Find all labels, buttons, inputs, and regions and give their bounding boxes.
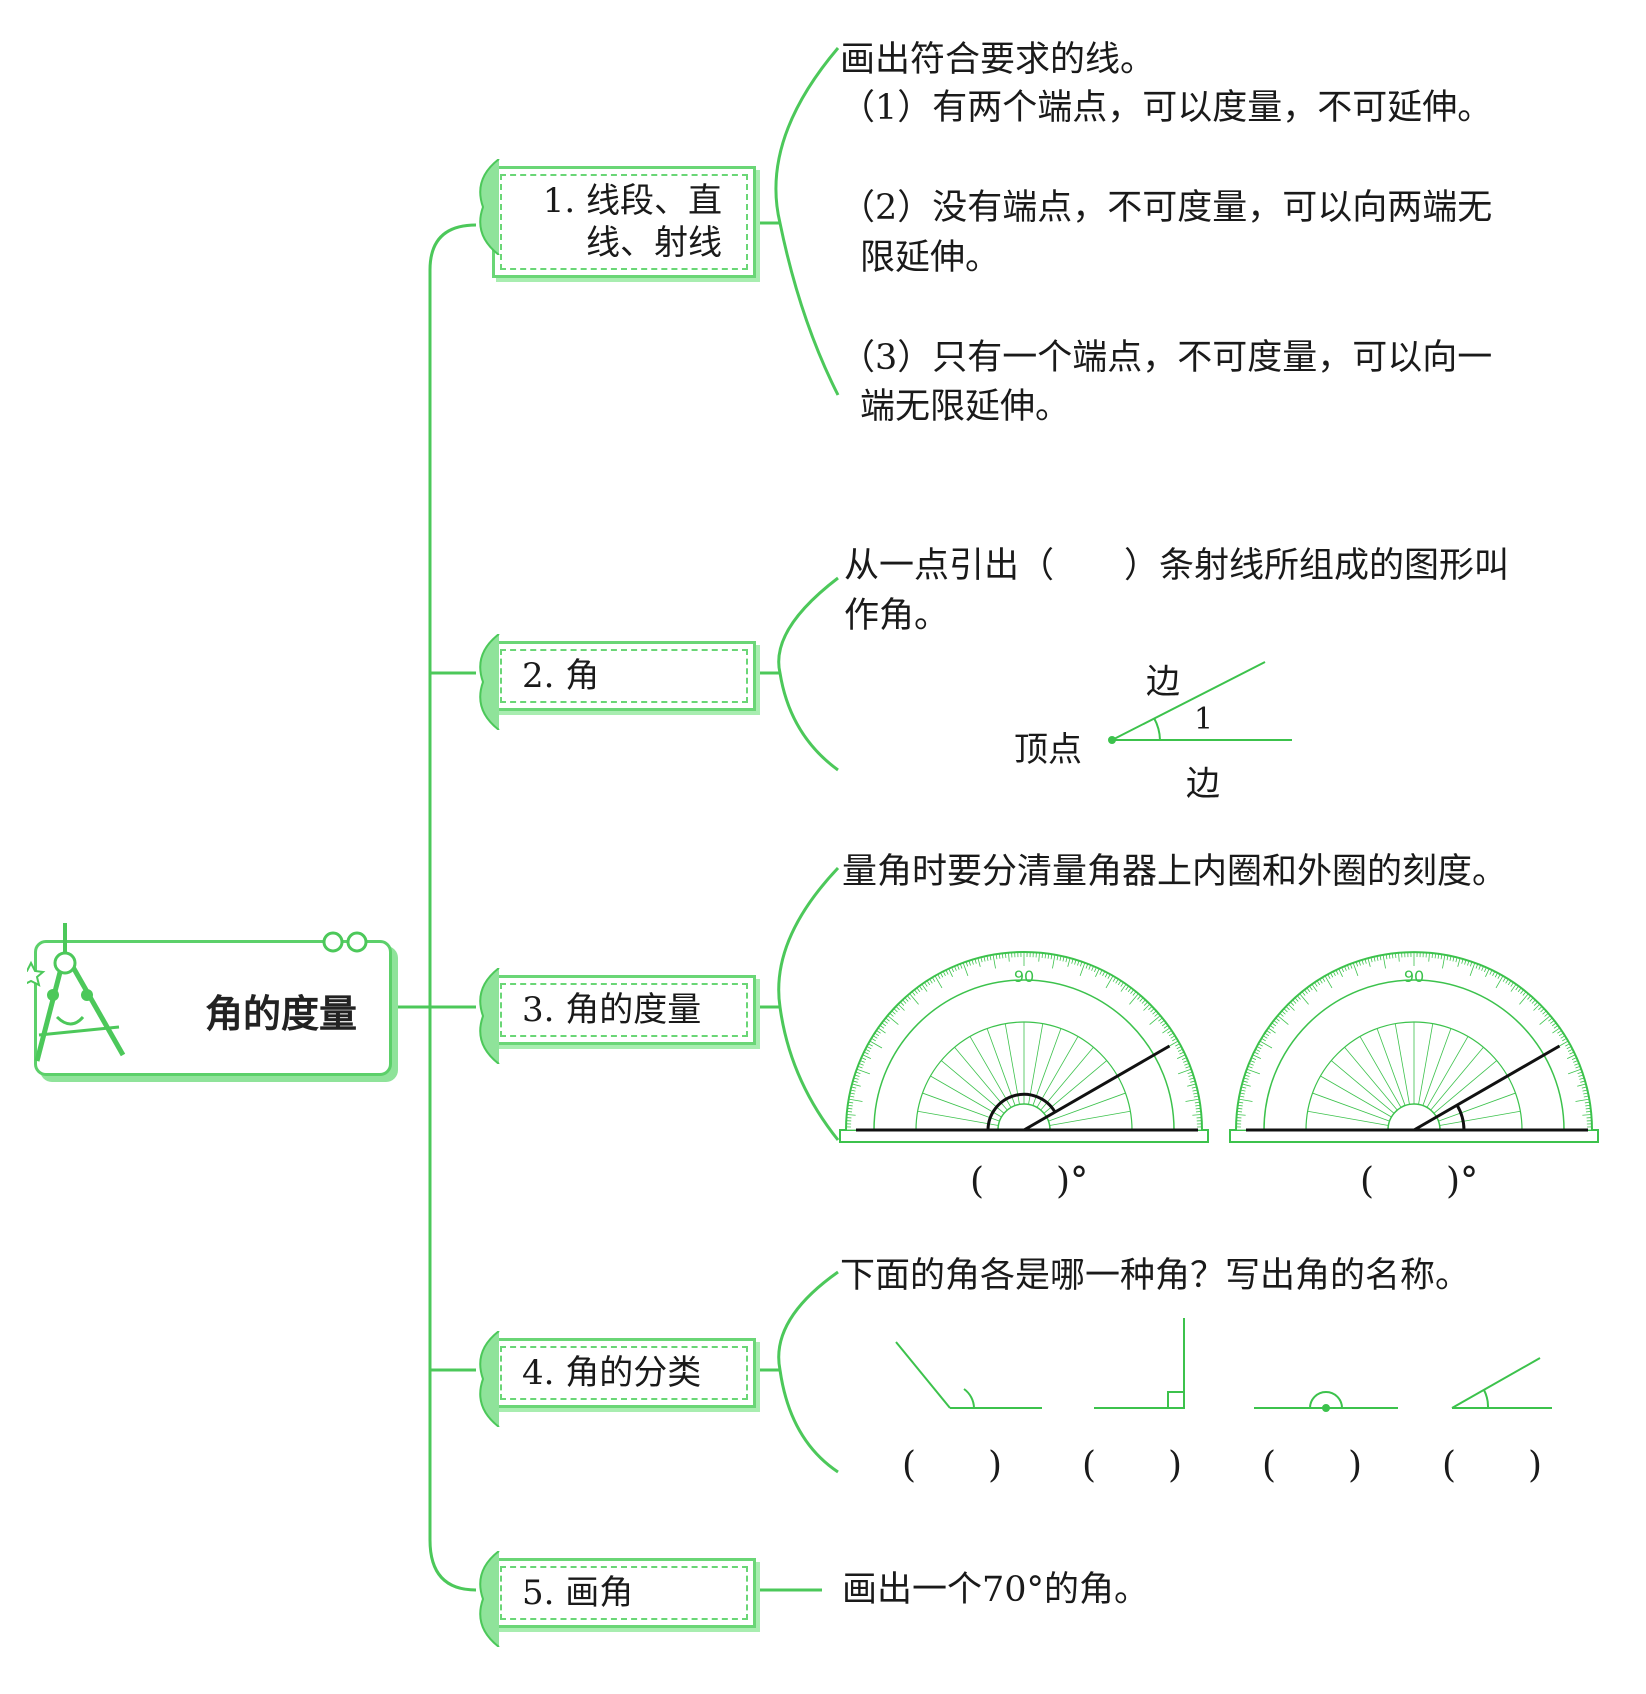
protractors: 90 90 [839,951,1599,1143]
t1-item2b: 限延伸。 [860,238,1001,278]
acute-angle [1451,1357,1552,1409]
protractor-1: 90 [839,951,1209,1143]
t3-text: 量角时要分清量角器上内圈和外圈的刻度。 [842,852,1508,892]
topic4-bracket [777,1270,839,1474]
right-angle [1094,1318,1185,1409]
leaf-icon [479,968,500,1064]
t1-item3a: （3）只有一个端点，不可度量，可以向一 [840,338,1493,378]
side-top-label: 边 [1146,662,1180,702]
topic3-bracket [777,866,840,1141]
trunk-line [428,223,477,1592]
t2-text-a: 从一点引出（ ）条射线所组成的图形叫 [844,546,1510,586]
angle-vertex-dot [1108,736,1116,744]
topic-angle[interactable]: 2. 角 [479,634,756,730]
angle-side-top [1111,661,1266,741]
topic-label: 4. 角的分类 [500,1346,748,1400]
side-bottom-label: 边 [1186,764,1220,804]
topic-lines[interactable]: 1. 线段、直 线、射线 [479,159,756,278]
angle-arc [1153,717,1161,741]
straight-angle [1254,1391,1398,1412]
t4-blank-4[interactable]: ( ) [1442,1445,1543,1486]
t5-text: 画出一个70°的角。 [842,1570,1150,1610]
vertex-label: 顶点 [1014,730,1082,770]
obtuse-angle [895,1341,1042,1409]
angle-mark-arc [1455,1104,1466,1131]
leaf-icon [479,1551,500,1647]
angle-diagram [1108,661,1292,744]
protractor-2: 90 [1229,951,1599,1143]
t4-blank-1[interactable]: ( ) [902,1445,1003,1486]
protractor-90-label: 90 [1404,967,1424,986]
angle-mark-arc [986,1092,1057,1131]
t3-blank-1[interactable]: ( )° [970,1161,1089,1202]
compass-icon [27,923,126,1062]
protractor-90-label: 90 [1014,967,1034,986]
root-title: 角的度量 [205,992,358,1036]
topic2-bracket [777,576,839,772]
topic-label: 1. 线段、直 线、射线 [500,174,748,270]
angle-number: 1 [1194,702,1214,737]
topic1-bracket [774,47,840,396]
t2-text-b: 作角。 [844,596,950,636]
topic-label: 3. 角的度量 [500,983,748,1037]
t1-item2a: （2）没有端点，不可度量，可以向两端无 [840,188,1493,228]
t1-item3b: 端无限延伸。 [860,387,1071,427]
root-node[interactable]: 角的度量 [27,923,392,1076]
topic-angle-classify[interactable]: 4. 角的分类 [479,1331,756,1427]
angle-measured-ray [1023,1044,1171,1132]
glasses-icon [322,931,368,953]
t3-blank-2[interactable]: ( )° [1360,1161,1479,1202]
topic-angle-measure[interactable]: 3. 角的度量 [479,968,756,1064]
leaf-icon [479,1331,500,1427]
t4-blank-2[interactable]: ( ) [1082,1445,1183,1486]
t1-intro: 画出符合要求的线。 [840,40,1156,80]
t4-blank-3[interactable]: ( ) [1262,1445,1363,1486]
topic-draw-angle[interactable]: 5. 画角 [479,1551,756,1647]
leaf-icon [479,634,500,730]
t1-item1: （1）有两个端点，可以度量，不可延伸。 [840,88,1493,128]
leaf-icon [479,159,500,255]
angle-measured-ray [1413,1044,1561,1132]
topic-label: 5. 画角 [500,1566,748,1620]
t4-text: 下面的角各是哪一种角？写出角的名称。 [840,1256,1471,1296]
angle-types [895,1318,1552,1412]
topic-label: 2. 角 [500,649,748,703]
